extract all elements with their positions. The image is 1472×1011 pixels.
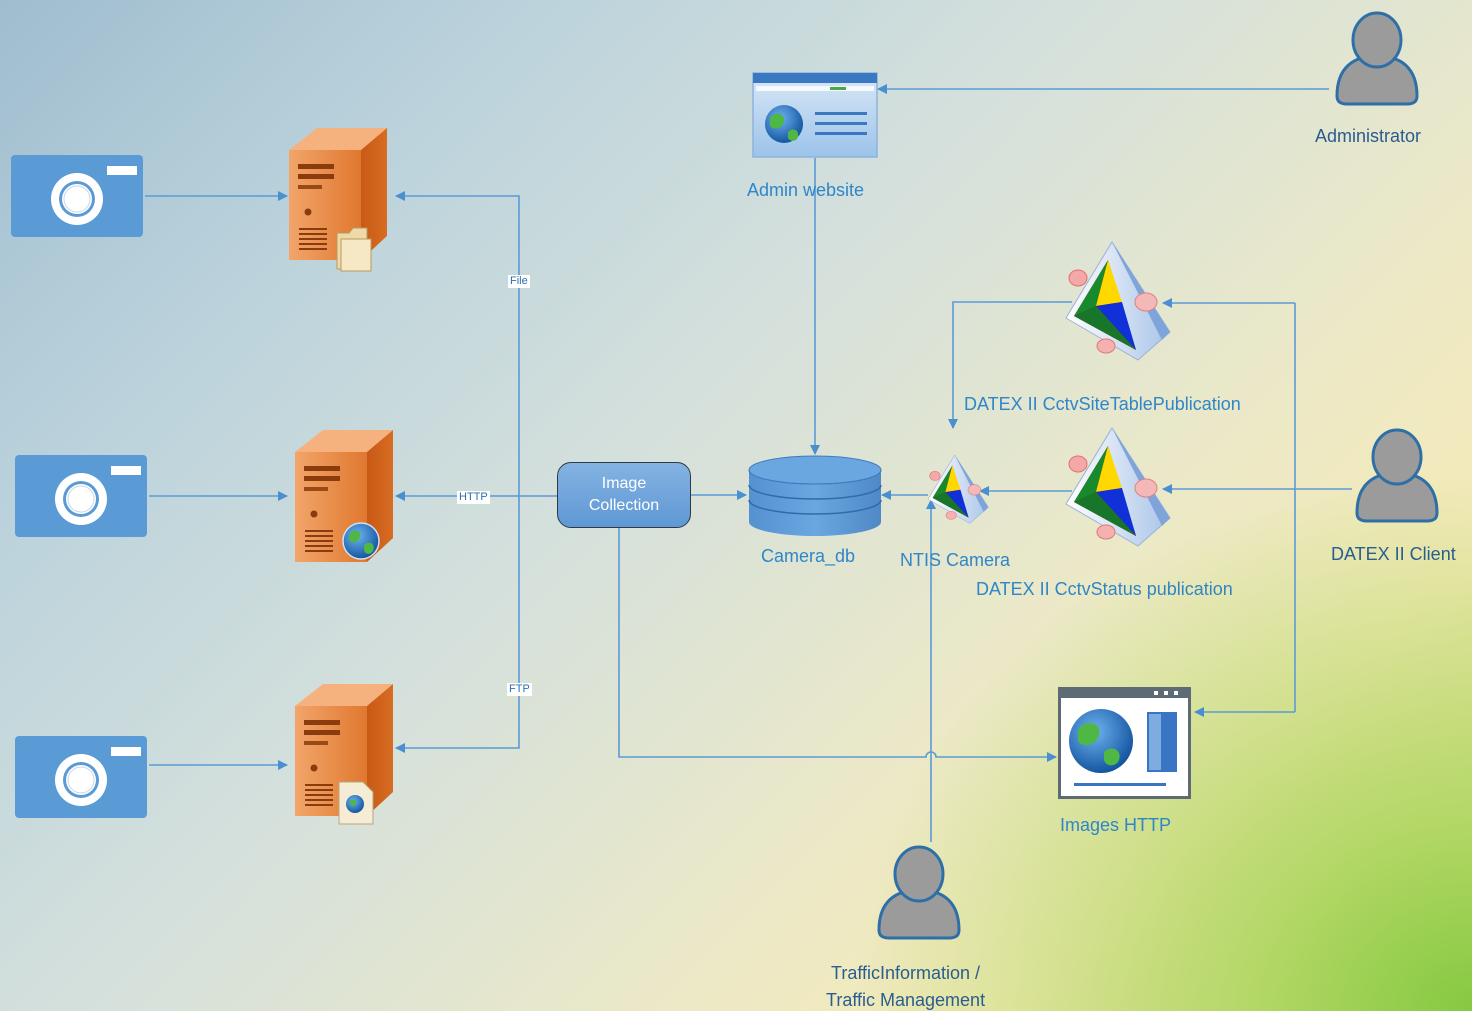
- ntis-camera-label: NTIS Camera: [900, 550, 1011, 570]
- file-server-icon: [289, 128, 387, 272]
- connector-lines: [145, 84, 1352, 842]
- person-icon: [1355, 428, 1439, 523]
- pyramid-app-icon: [927, 454, 989, 524]
- camera-icon: [14, 454, 148, 538]
- web-server-icon: [295, 430, 393, 562]
- camera-db-label: Camera_db: [761, 546, 856, 566]
- image-collection-label: Image Collection: [588, 475, 660, 514]
- pyramid-app-icon: [1065, 241, 1171, 361]
- datex-status-label: DATEX II CctvStatus publication: [976, 579, 1233, 599]
- admin-website-label: Admin website: [747, 180, 865, 200]
- person-icon: [877, 845, 961, 940]
- browser-window-icon: [752, 72, 878, 158]
- images-http-label: Images HTTP: [1060, 815, 1172, 835]
- file-edge-label: File: [508, 275, 530, 288]
- traffic-management-label: TrafficInformation / Traffic Management: [826, 963, 986, 1010]
- person-icon: [1335, 11, 1419, 106]
- datex-site-table-label: DATEX II CctvSiteTablePublication: [964, 394, 1241, 414]
- ftp-server-icon: [295, 684, 393, 825]
- browser-window-icon: [1058, 687, 1191, 799]
- camera-icon: [10, 154, 144, 238]
- camera-icon: [14, 735, 148, 819]
- administrator-label: Administrator: [1315, 126, 1422, 146]
- database-icon: [748, 455, 882, 536]
- http-edge-label: HTTP: [457, 491, 490, 504]
- pyramid-app-icon: [1065, 427, 1171, 547]
- datex-client-label: DATEX II Client: [1331, 544, 1456, 564]
- ftp-edge-label: FTP: [507, 683, 532, 696]
- image-collection-box: Image Collection: [557, 462, 691, 528]
